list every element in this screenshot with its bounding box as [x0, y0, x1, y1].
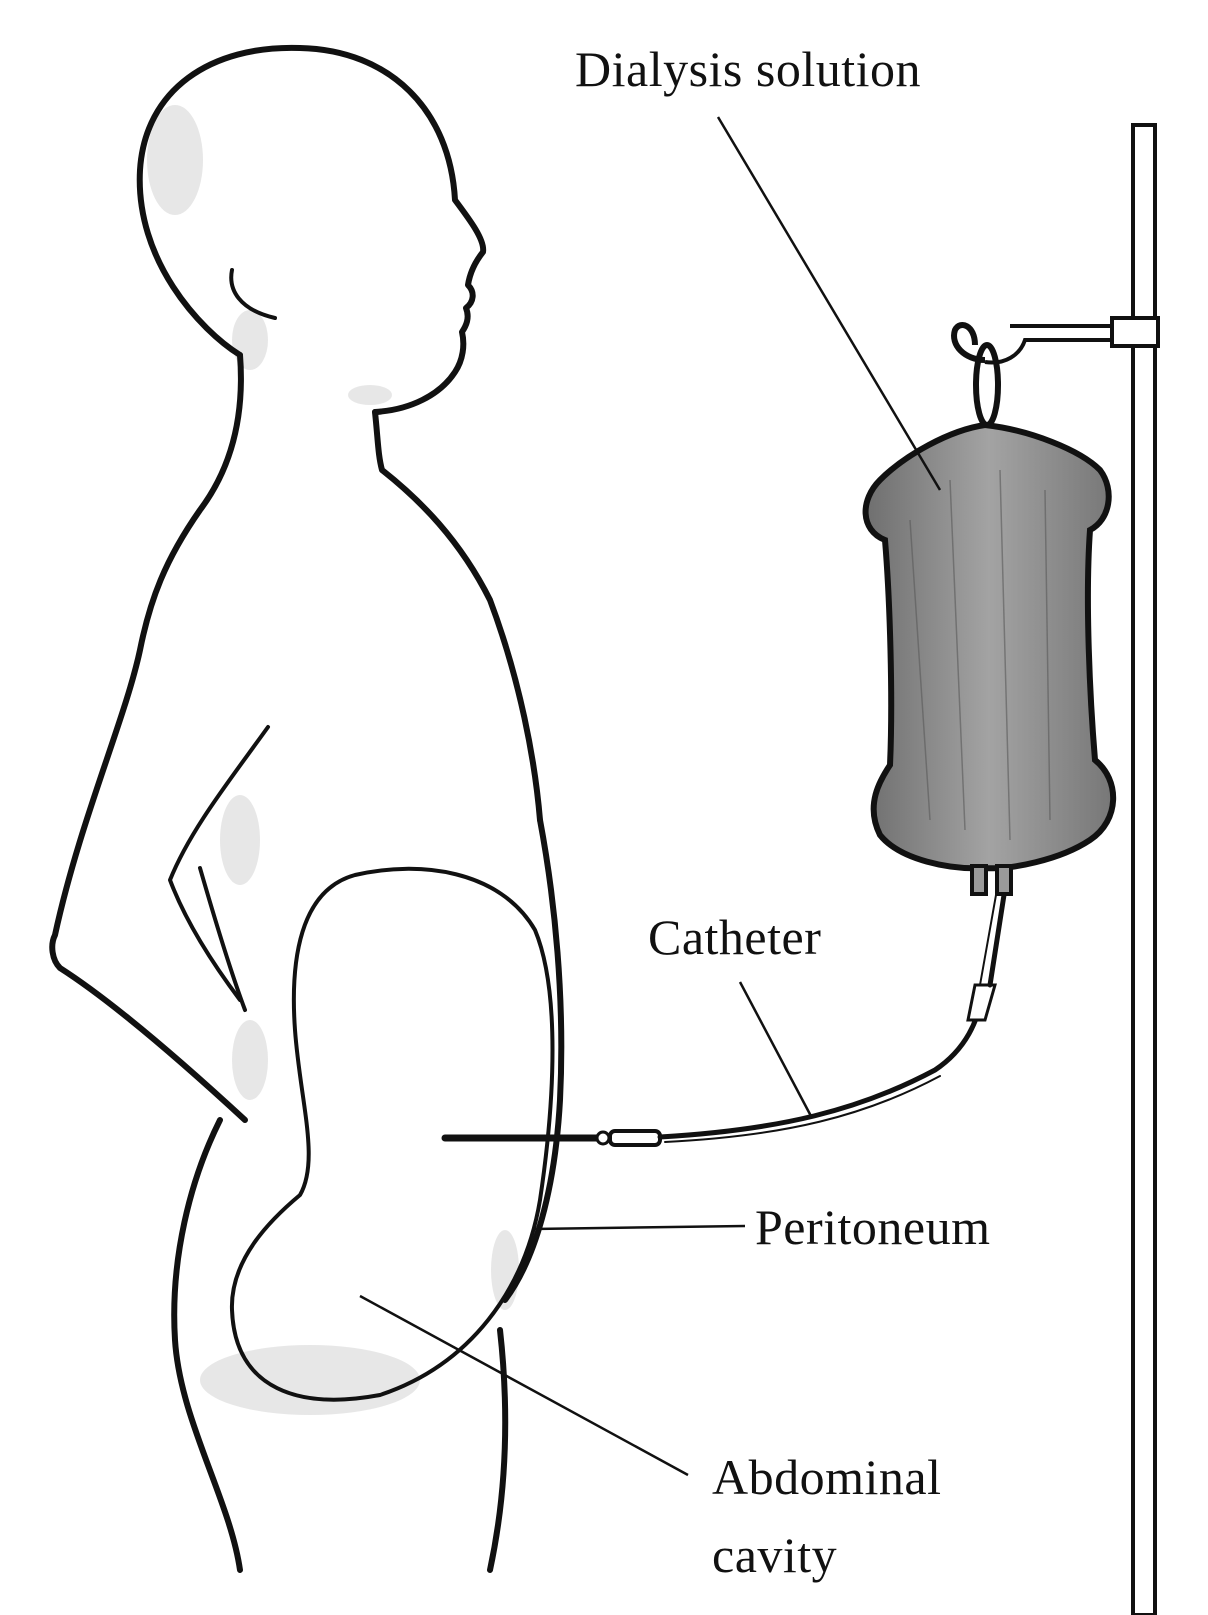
- leader-abdominal-cavity: [359, 1294, 689, 1477]
- leader-lines: [359, 116, 942, 1477]
- peritoneum-outline: [229, 866, 555, 1402]
- figure-shading: [147, 105, 519, 1415]
- label-catheter: Catheter: [648, 909, 822, 965]
- hook: [951, 322, 1001, 428]
- label-abdominal-cavity-line1: Abdominal: [712, 1449, 942, 1505]
- leader-dialysis-solution: [716, 116, 942, 491]
- child-figure: [49, 44, 565, 1573]
- dialysis-bag: [862, 421, 1117, 896]
- label-peritoneum: Peritoneum: [755, 1199, 991, 1255]
- label-abdominal-cavity-line2: cavity: [712, 1527, 838, 1583]
- leader-catheter: [738, 981, 814, 1119]
- leader-peritoneum: [532, 1224, 746, 1231]
- label-dialysis-solution: Dialysis solution: [575, 41, 922, 97]
- catheter: [441, 892, 1007, 1147]
- ear: [229, 268, 277, 320]
- head-outline: [136, 44, 487, 415]
- arm: [168, 725, 270, 1002]
